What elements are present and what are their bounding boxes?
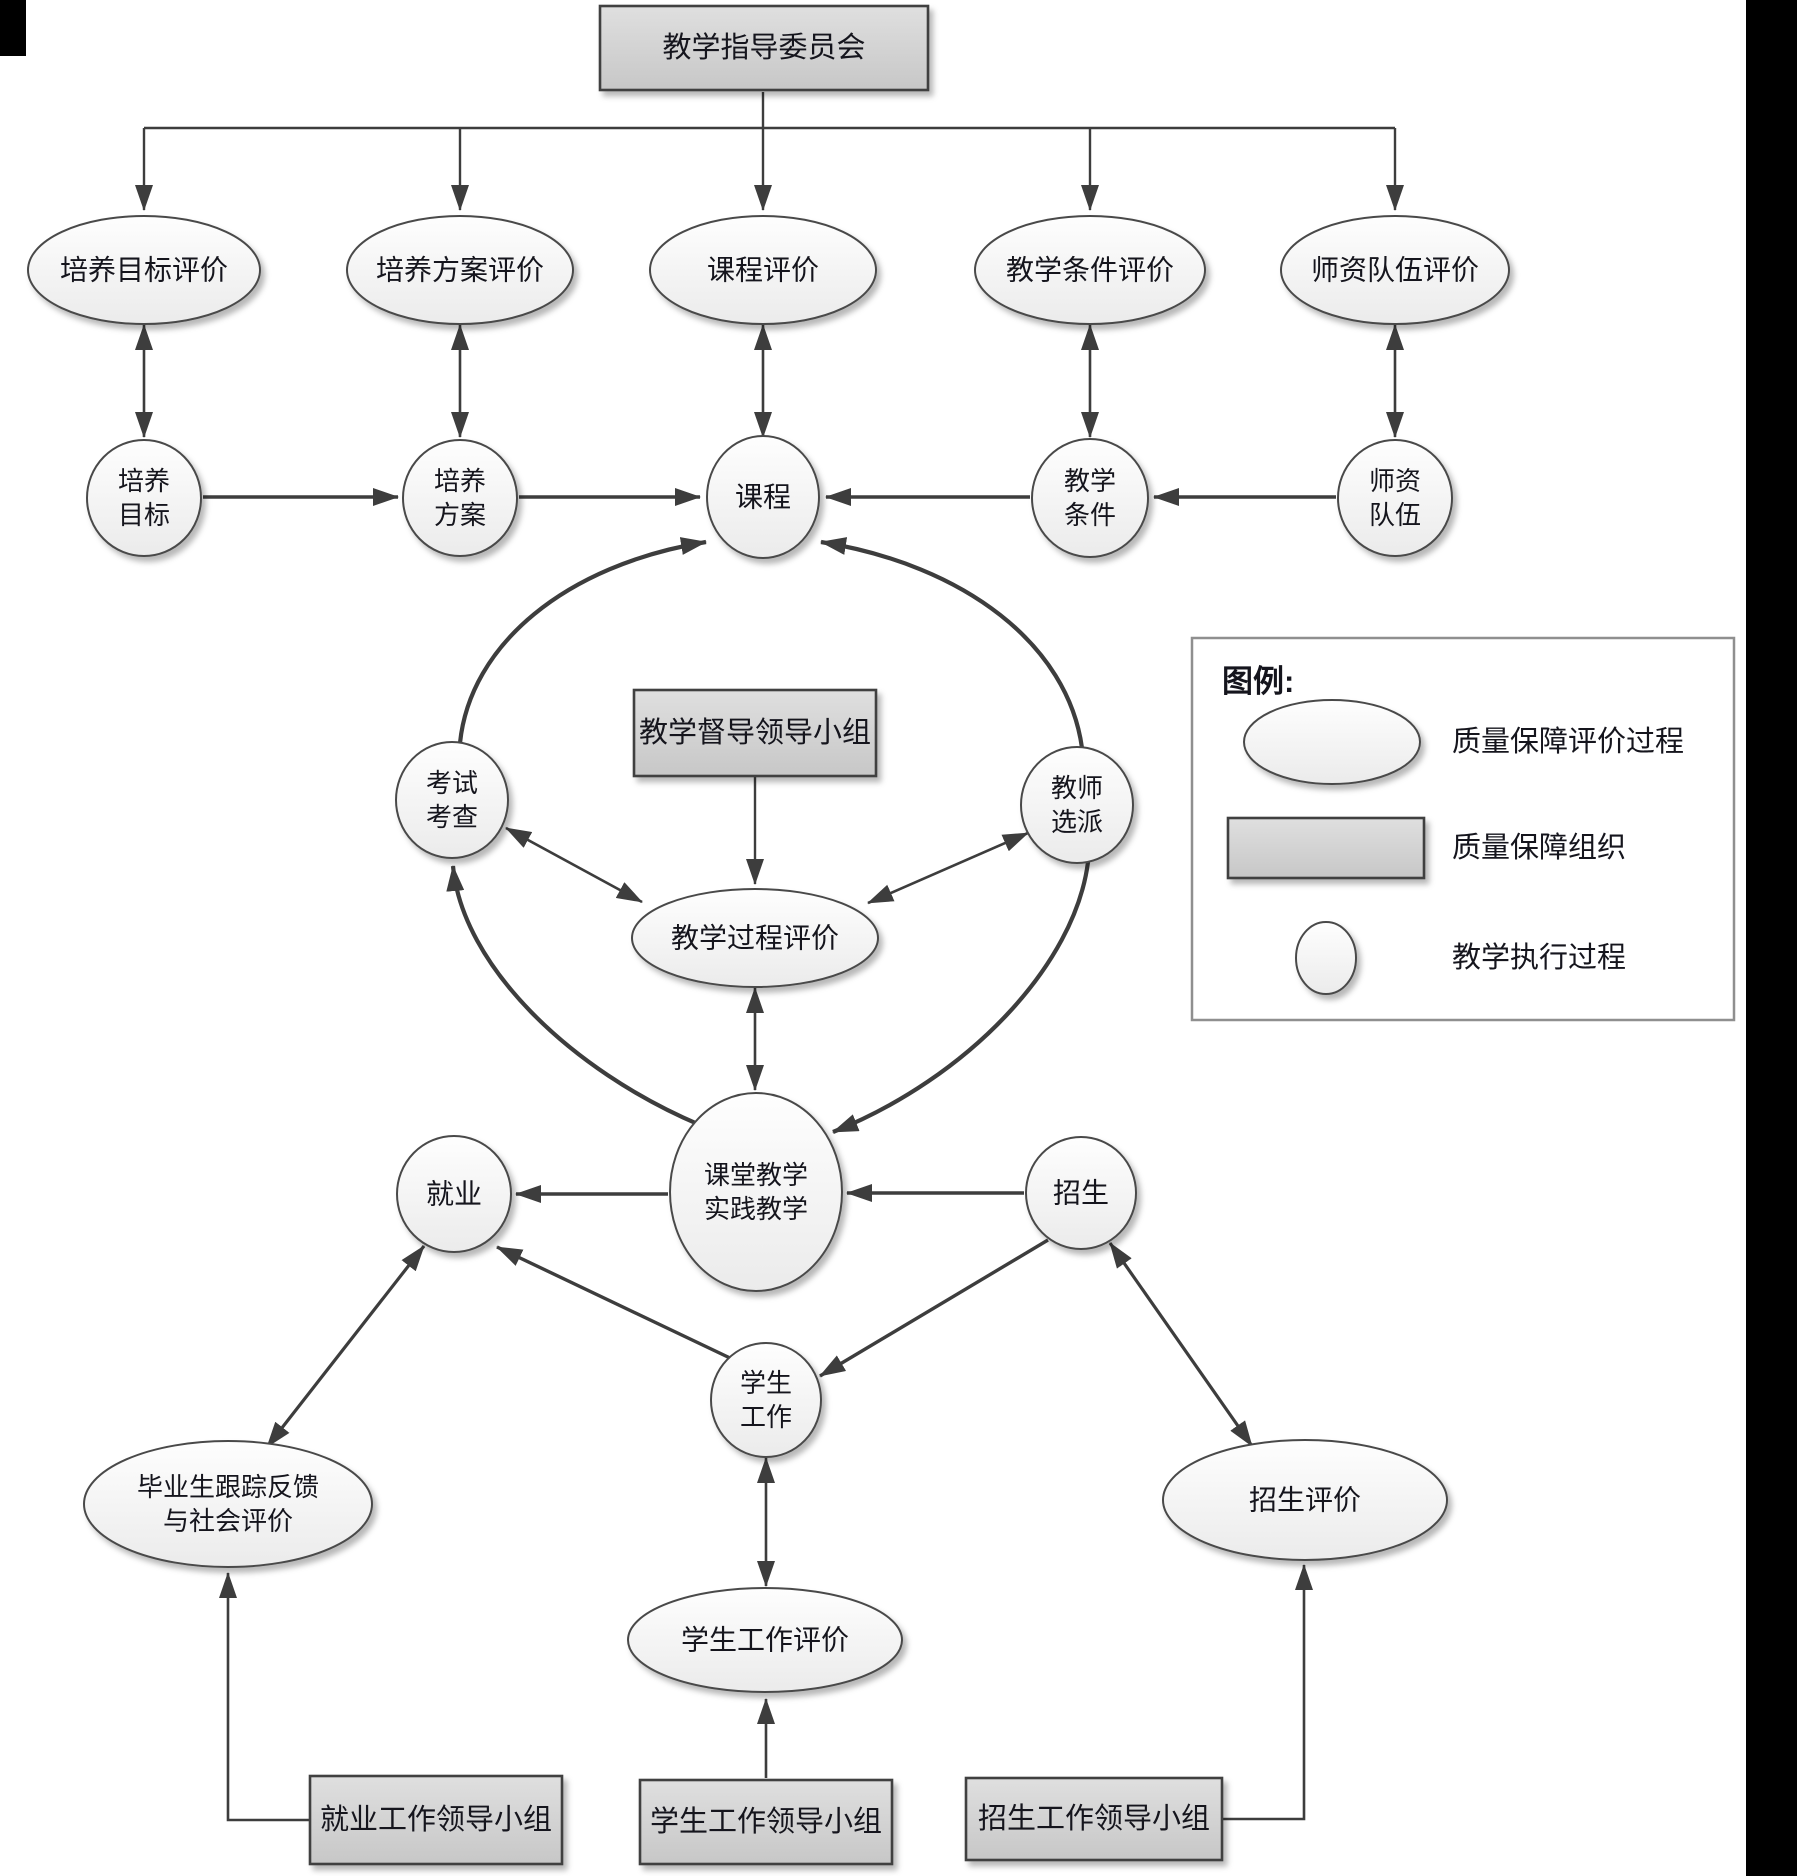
edge-enrollment-enrollment-eval — [1108, 1242, 1254, 1447]
node-enrollment-group-label: 招生工作领导小组 — [978, 1802, 1210, 1835]
scan-artifact-topleft-mark — [0, 0, 26, 56]
node-committee — [598, 4, 930, 92]
node-supervision-group — [632, 688, 878, 778]
node-course-label: 课程 — [735, 482, 791, 513]
node-plan-label: 培养方案 — [434, 466, 486, 530]
node-student-affairs-group — [638, 1778, 894, 1866]
node-supervision-group-label: 教学督导领导小组 — [639, 716, 871, 749]
node-process-eval — [631, 888, 879, 988]
edge-enrollment-group-enrollment-eval — [1220, 1564, 1313, 1821]
node-faculty — [1337, 439, 1453, 557]
node-exam — [395, 741, 509, 859]
node-plan-eval — [346, 215, 574, 325]
edge-employment-group-graduate-feedback — [219, 1572, 312, 1822]
node-course-eval-label: 课程评价 — [707, 255, 819, 286]
node-student-affairs-group-label: 学生工作领导小组 — [650, 1805, 882, 1838]
legend-sample-quality-eval-process — [1243, 699, 1421, 785]
node-goal-eval-label: 培养目标评价 — [60, 255, 228, 286]
edge-teacher-assign-course — [820, 537, 1085, 749]
edge-classroom-exam — [446, 865, 701, 1127]
node-employment-label: 就业 — [426, 1179, 482, 1210]
node-employment — [396, 1135, 512, 1253]
edge-student-affairs-employment — [496, 1245, 731, 1360]
node-enrollment-eval — [1162, 1439, 1448, 1561]
edge-employment-graduate-feedback — [265, 1245, 426, 1448]
scan-artifact-right-bar — [1746, 0, 1797, 1876]
node-enrollment-eval-label: 招生评价 — [1249, 1485, 1361, 1516]
edge-enrollment-student-affairs — [819, 1238, 1049, 1378]
node-exam-label: 考试考查 — [426, 768, 478, 832]
node-condition — [1031, 438, 1149, 558]
legend-entry-label-exec-process: 教学执行过程 — [1452, 941, 1626, 974]
node-committee-label: 教学指导委员会 — [662, 31, 865, 64]
node-plan — [402, 439, 518, 557]
node-condition-eval-label: 教学条件评价 — [1006, 255, 1174, 286]
node-faculty-eval-label: 师资队伍评价 — [1311, 255, 1479, 286]
legend-sample-exec-process — [1295, 921, 1357, 995]
node-enrollment-group — [964, 1776, 1224, 1862]
node-student-affairs — [710, 1342, 822, 1458]
distributor-line — [144, 92, 1395, 130]
node-graduate-feedback-label: 毕业生跟踪反馈与社会评价 — [137, 1472, 319, 1536]
node-plan-eval-label: 培养方案评价 — [376, 255, 544, 286]
node-faculty-eval — [1280, 215, 1510, 325]
edge-process-eval-exam — [505, 826, 643, 904]
node-enrollment-label: 招生 — [1053, 1178, 1109, 1209]
node-classroom — [669, 1092, 843, 1292]
edge-process-eval-teacher-assign — [867, 831, 1029, 905]
node-student-affairs-eval-label: 学生工作评价 — [681, 1625, 849, 1656]
edges-layer — [135, 128, 1404, 1822]
legend-sample-quality-org — [1226, 816, 1426, 880]
legend-title: 图例: — [1222, 664, 1294, 699]
node-course — [706, 435, 820, 559]
node-employment-group — [308, 1774, 564, 1866]
node-teacher-assign — [1020, 746, 1134, 864]
node-process-eval-label: 教学过程评价 — [671, 923, 839, 954]
node-faculty-label: 师资队伍 — [1369, 466, 1421, 530]
edge-teacher-assign-classroom — [832, 861, 1091, 1134]
node-goal-label: 培养目标 — [118, 466, 170, 530]
node-student-affairs-eval — [627, 1587, 903, 1693]
node-employment-group-label: 就业工作领导小组 — [320, 1803, 552, 1836]
node-course-eval — [649, 215, 877, 325]
node-condition-eval — [974, 215, 1206, 325]
node-classroom-label: 课堂教学实践教学 — [704, 1160, 808, 1224]
node-teacher-assign-label: 教师选派 — [1051, 773, 1103, 837]
edge-exam-course — [457, 537, 707, 744]
node-condition-label: 教学条件 — [1064, 466, 1116, 530]
node-goal — [86, 439, 202, 557]
node-goal-eval — [27, 215, 261, 325]
node-student-affairs-label: 学生工作 — [740, 1368, 792, 1432]
node-enrollment — [1025, 1136, 1137, 1250]
legend-entry-label-quality-org: 质量保障组织 — [1452, 831, 1626, 864]
legend-entry-label-quality-eval-process: 质量保障评价过程 — [1452, 725, 1684, 758]
node-graduate-feedback — [83, 1440, 373, 1568]
